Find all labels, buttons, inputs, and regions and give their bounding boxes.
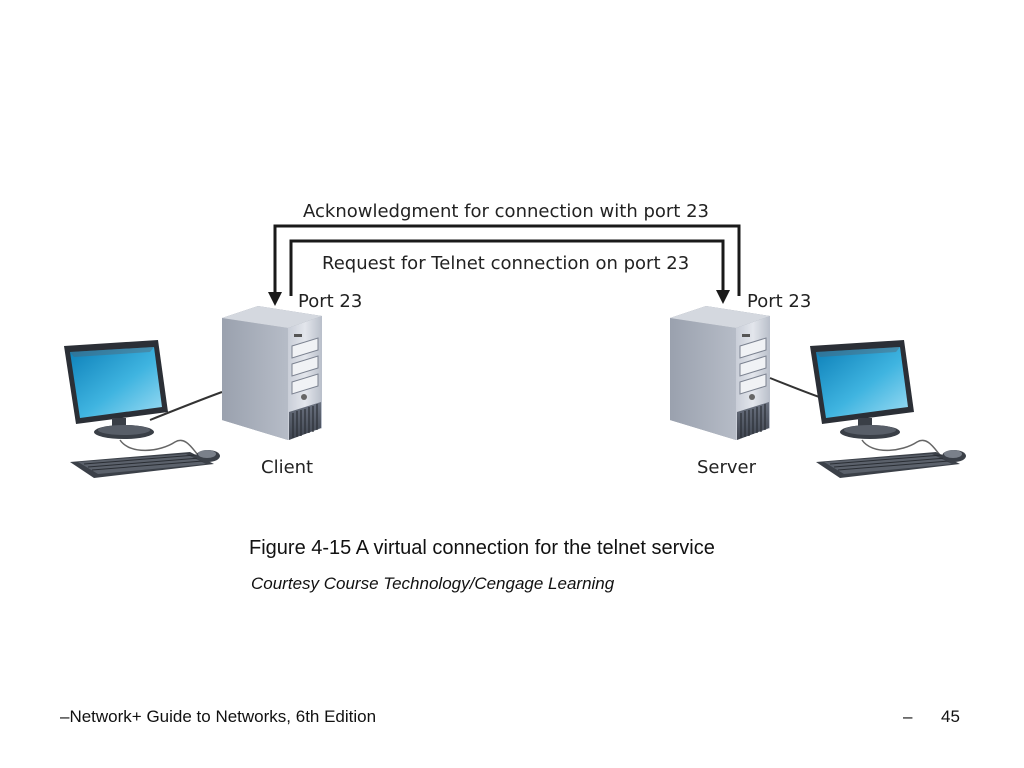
request-arrow [289, 239, 730, 304]
figure-caption: Figure 4-15 A virtual connection for the… [249, 537, 715, 559]
client-label: Client [261, 457, 313, 478]
page-number: 45 [941, 707, 960, 726]
figure-credit: Courtesy Course Technology/Cengage Learn… [251, 574, 615, 593]
client-port-label: Port 23 [298, 291, 362, 312]
server-tower-icon [670, 306, 770, 440]
client-workstation-icon [64, 340, 223, 478]
acknowledgment-arrow [268, 224, 741, 306]
server-workstation-icon [769, 340, 966, 478]
request-label: Request for Telnet connection on port 23 [322, 253, 689, 274]
acknowledgment-label: Acknowledgment for connection with port … [303, 201, 709, 222]
footer-book-title: –Network+ Guide to Networks, 6th Edition [60, 707, 377, 726]
footer-separator: – [903, 707, 913, 726]
server-label: Server [697, 457, 757, 478]
client-tower-icon [222, 306, 322, 440]
server-port-label: Port 23 [747, 291, 811, 312]
